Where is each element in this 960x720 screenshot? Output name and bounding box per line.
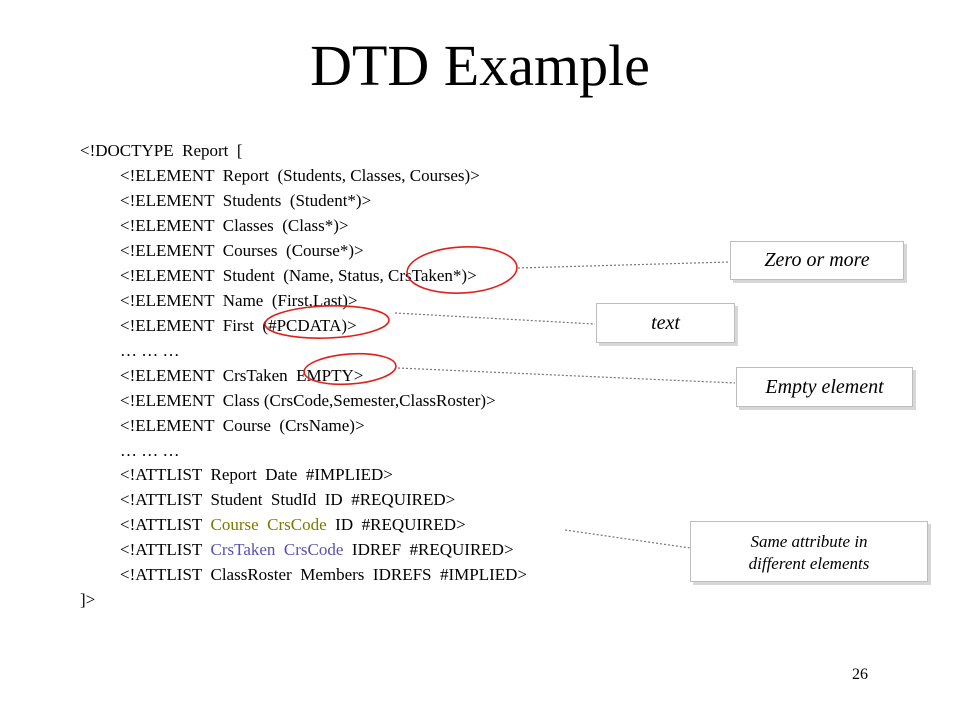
leader-line-text — [394, 312, 596, 325]
page-number: 26 — [852, 666, 868, 683]
code-line: <!ELEMENT Classes (Class*)> — [120, 216, 349, 235]
leader-line-zero-or-more — [517, 261, 731, 269]
code-text: IDREF #REQUIRED> — [343, 540, 514, 559]
crscode-keyword: CrsCode — [283, 540, 344, 559]
code-text: <!ATTLIST — [120, 540, 211, 559]
code-line: <!ATTLIST ClassRoster Members IDREFS #IM… — [120, 565, 528, 584]
code-line: <!ELEMENT Course (CrsName)> — [120, 416, 365, 435]
code-line: ]> — [80, 590, 96, 609]
leader-line-same-attribute — [564, 529, 691, 549]
leader-line-empty-element — [397, 367, 736, 384]
code-line: <!ELEMENT Courses (Course*)> — [120, 241, 364, 260]
code-text: ID #REQUIRED> — [326, 515, 466, 534]
code-line: <!ELEMENT Class (CrsCode,Semester,ClassR… — [120, 391, 496, 410]
callout-text: Same attribute in — [750, 532, 868, 551]
callout-text: text — [651, 312, 680, 334]
callout-zero-or-more: Zero or more — [730, 241, 904, 280]
code-line: <!ELEMENT CrsTaken EMPTY> — [120, 366, 364, 385]
course-keyword: Course — [210, 515, 259, 534]
callout-text: Empty element — [765, 376, 884, 398]
crstaken-keyword: CrsTaken — [210, 540, 276, 559]
code-line: <!ELEMENT First (#PCDATA)> — [120, 316, 357, 335]
code-line: <!ATTLIST Student StudId ID #REQUIRED> — [120, 490, 456, 509]
callout-text: Zero or more — [764, 249, 870, 271]
crscode-keyword: CrsCode — [267, 515, 327, 534]
red-circle-pcdata — [264, 305, 390, 339]
code-line: <!DOCTYPE Report [ — [80, 141, 243, 160]
code-line: <!ATTLIST Course CrsCode ID #REQUIRED> — [120, 514, 466, 536]
code-line: <!ELEMENT Report (Students, Classes, Cou… — [120, 166, 480, 185]
callout-same-attribute: Same attribute in different elements — [690, 521, 928, 582]
callout-empty-element: Empty element — [736, 367, 913, 407]
callout-text-box: text — [596, 303, 735, 343]
slide-title: DTD Example — [310, 33, 650, 98]
callout-text: different elements — [748, 554, 870, 573]
code-text: <!ATTLIST — [120, 515, 211, 534]
ellipsis-line: … … … — [120, 341, 180, 360]
code-line: <!ATTLIST CrsTaken CrsCode IDREF #REQUIR… — [120, 539, 514, 561]
red-circle-empty — [303, 352, 397, 386]
red-circle-crstaken — [406, 246, 518, 294]
code-line: <!ATTLIST Report Date #IMPLIED> — [120, 465, 393, 484]
code-line: <!ELEMENT Students (Student*)> — [120, 191, 372, 210]
ellipsis-line: … … … — [120, 441, 180, 460]
